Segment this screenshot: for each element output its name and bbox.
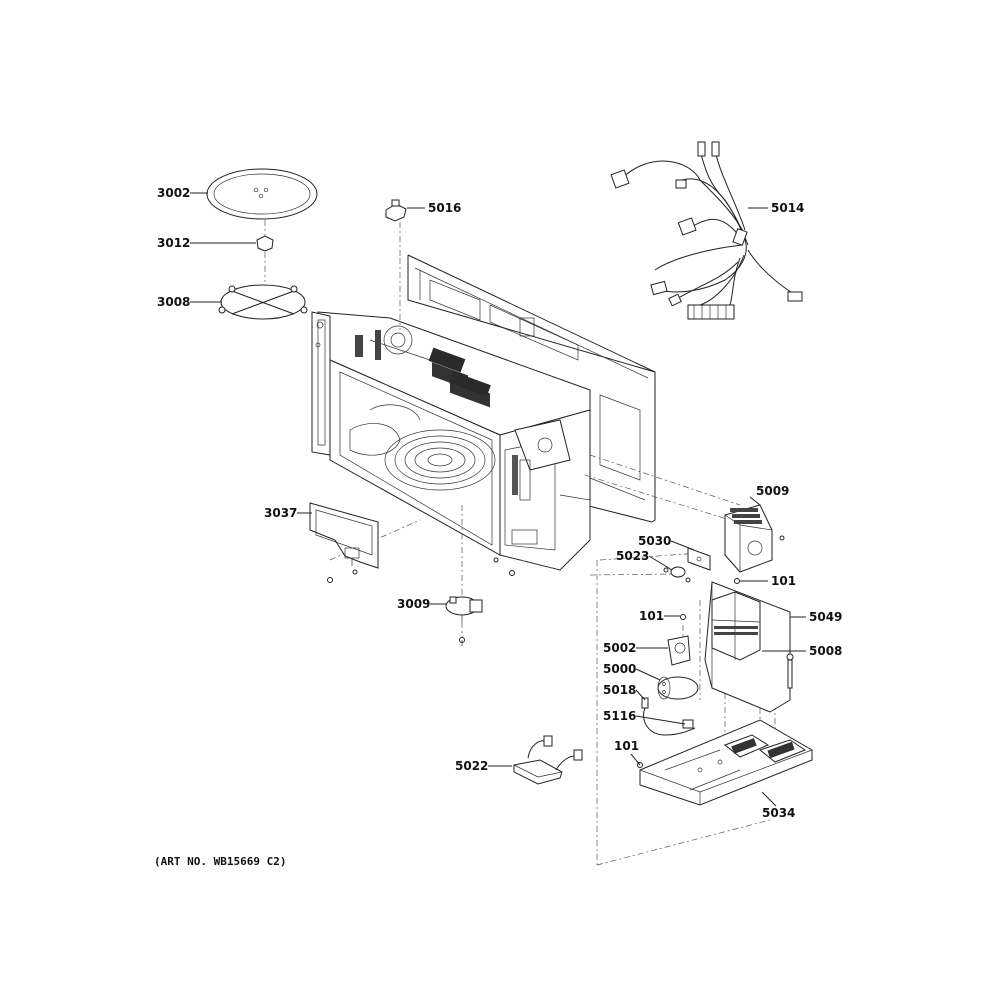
roller-ring [218,284,308,320]
callout-5049: 5049 [809,610,842,624]
door-switch-assembly [513,735,583,785]
magnetron [724,504,785,573]
callout-5008: 5008 [809,644,842,658]
callout-101-low: 101 [614,739,639,753]
callout-3012: 3012 [157,236,190,250]
callout-5022: 5022 [455,759,488,773]
oven-cavity [311,311,591,571]
callout-5018: 5018 [603,683,636,697]
callout-5116: 5116 [603,709,636,723]
thermal-cutout-bracket [663,547,711,583]
transformer-assembly [680,578,794,713]
callout-labels: 3002 3012 3008 5016 5014 3037 3009 5009 … [154,186,842,868]
callout-101-mid: 101 [639,609,664,623]
base-plate [639,719,813,806]
callout-5000: 5000 [603,662,636,676]
thermostat-part [385,199,407,258]
callout-5014: 5014 [771,201,804,215]
callout-5023: 5023 [616,549,649,563]
leader-lines [190,192,806,807]
callout-5030: 5030 [638,534,671,548]
callout-101-top: 101 [771,574,796,588]
callout-5034: 5034 [762,806,795,820]
vent-grille [309,502,379,583]
wire-harness [610,141,803,320]
callout-3037: 3037 [264,506,297,520]
callout-5016: 5016 [428,201,461,215]
turntable-coupler [256,220,274,282]
capacitor-group [637,635,699,768]
callout-5002: 5002 [603,641,636,655]
callout-5009: 5009 [756,484,789,498]
turntable-tray [206,168,318,220]
callout-3002: 3002 [157,186,190,200]
callout-3008: 3008 [157,295,190,309]
callout-3009: 3009 [397,597,430,611]
art-number: (ART NO. WB15669 C2) [154,855,286,868]
turntable-motor [445,557,515,646]
